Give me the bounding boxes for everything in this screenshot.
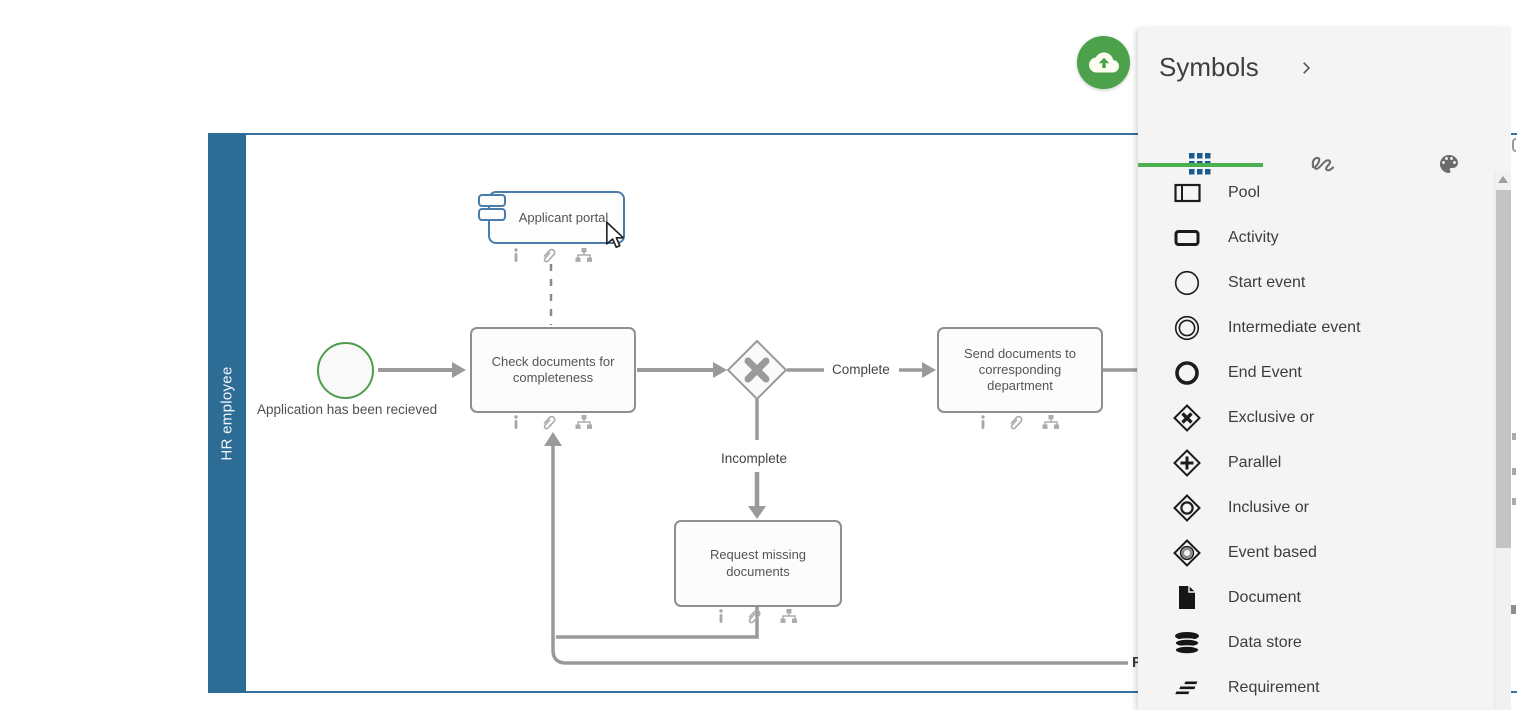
palette-icon	[1439, 155, 1458, 173]
tab-style[interactable]	[1387, 136, 1511, 192]
task-request-missing-documents[interactable]: Request missing documents	[674, 520, 842, 607]
data-store-icon	[1171, 631, 1203, 655]
symbol-item-activity[interactable]: Activity	[1138, 215, 1494, 260]
document-icon	[1171, 585, 1203, 610]
symbols-list: Pool Activity Start event Intermediate e…	[1138, 170, 1494, 710]
sitemap-icon[interactable]	[780, 608, 798, 624]
symbol-item-data-store[interactable]: Data store	[1138, 620, 1494, 665]
pool-bottom-border	[208, 691, 1138, 693]
flow-label-incomplete: Incomplete	[719, 451, 790, 466]
pool-top-border	[208, 133, 1138, 135]
pool-header[interactable]: HR employee	[208, 133, 246, 693]
requirement-icon	[1171, 680, 1203, 696]
upload-button[interactable]	[1077, 36, 1130, 89]
panel-scrollbar[interactable]	[1494, 170, 1511, 710]
info-icon[interactable]	[978, 414, 988, 430]
sitemap-icon[interactable]	[575, 247, 593, 263]
node-quick-actions[interactable]	[511, 414, 593, 430]
task-label: Send documents to corresponding departme…	[963, 345, 1077, 394]
task-send-documents[interactable]: Send documents to corresponding departme…	[937, 327, 1103, 413]
gesture-icon	[1312, 156, 1335, 172]
symbol-item-end-event[interactable]: End Event	[1138, 350, 1494, 395]
task-label: Check documents for completeness	[491, 353, 615, 385]
clipped-label-fragment: R	[1132, 654, 1138, 671]
panel-title: Symbols	[1159, 52, 1259, 82]
task-label: Request missing documents	[709, 547, 807, 579]
attachment-icon[interactable]	[745, 608, 762, 625]
it-system-marker	[478, 194, 506, 207]
symbol-item-parallel[interactable]: Parallel	[1138, 440, 1494, 485]
mouse-cursor	[605, 221, 625, 249]
start-event-node[interactable]	[317, 342, 374, 399]
info-icon[interactable]	[511, 247, 521, 263]
scrollbar-thumb[interactable]	[1496, 190, 1511, 548]
symbols-panel: Symbols	[1138, 28, 1511, 710]
chevron-right-icon[interactable]	[1297, 59, 1315, 77]
event-based-icon	[1171, 538, 1203, 567]
intermediate-event-icon	[1171, 315, 1203, 341]
start-event-label: Application has been recieved	[257, 402, 438, 417]
start-event-icon	[1171, 270, 1203, 296]
active-tab-indicator	[1138, 163, 1263, 167]
symbol-item-start-event[interactable]: Start event	[1138, 260, 1494, 305]
symbols-panel-header[interactable]: Symbols	[1159, 52, 1315, 83]
symbol-item-inclusive-or[interactable]: Inclusive or	[1138, 485, 1494, 530]
symbol-item-intermediate-event[interactable]: Intermediate event	[1138, 305, 1494, 350]
node-label: Applicant portal	[518, 210, 609, 225]
pool-label: HR employee	[218, 365, 236, 461]
sitemap-icon[interactable]	[1042, 414, 1060, 430]
task-check-documents[interactable]: Check documents for completeness	[470, 327, 636, 413]
symbol-item-requirement[interactable]: Requirement	[1138, 665, 1494, 710]
end-event-icon	[1171, 360, 1203, 386]
pool-icon	[1171, 183, 1203, 203]
parallel-icon	[1171, 448, 1203, 477]
it-system-marker	[478, 208, 506, 221]
scrollbar-up-arrow[interactable]	[1498, 176, 1508, 183]
activity-icon	[1171, 229, 1203, 247]
tab-freehand[interactable]	[1262, 136, 1386, 192]
cloud-upload-icon	[1088, 52, 1119, 73]
symbol-item-event-based[interactable]: Event based	[1138, 530, 1494, 575]
info-icon[interactable]	[716, 608, 726, 624]
exclusive-or-icon	[1171, 403, 1203, 432]
attachment-icon[interactable]	[540, 414, 557, 431]
symbol-item-exclusive-or[interactable]: Exclusive or	[1138, 395, 1494, 440]
attachment-icon[interactable]	[540, 247, 557, 264]
flow-label-complete: Complete	[830, 362, 892, 377]
info-icon[interactable]	[511, 414, 521, 430]
symbol-item-document[interactable]: Document	[1138, 575, 1494, 620]
node-quick-actions[interactable]	[511, 247, 593, 263]
inclusive-or-icon	[1171, 493, 1203, 522]
node-quick-actions[interactable]	[978, 414, 1060, 430]
canvas-right-sliver	[1511, 28, 1517, 710]
symbol-item-pool[interactable]: Pool	[1138, 170, 1494, 215]
sitemap-icon[interactable]	[575, 414, 593, 430]
node-quick-actions[interactable]	[716, 608, 798, 624]
attachment-icon[interactable]	[1007, 414, 1024, 431]
